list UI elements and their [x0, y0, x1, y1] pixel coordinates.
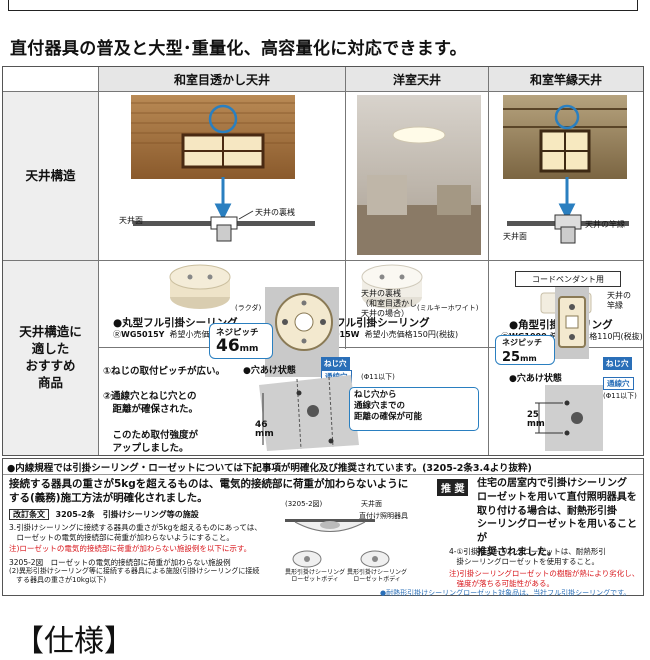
diameter-2: (Φ11以下)	[603, 392, 637, 400]
recommend-tag: 推 奨	[437, 479, 469, 496]
features-list: ①ねじの取付ピッチが広い。 ②通線穴とねじ穴との 距離が確保された。 このため取…	[103, 353, 253, 468]
recommend-text: 住宅の居室内で引掛けシーリング ローゼットを用いて直付照明器具を 取り付ける場合…	[477, 478, 637, 558]
column-header-1: 和室目透かし天井	[99, 67, 345, 91]
western-ceiling-photo	[357, 95, 481, 255]
pitch-label-2: ネジピッチ	[502, 338, 542, 347]
product-model-1: WG5015Y	[121, 330, 165, 339]
round-dim-value: 46	[255, 420, 268, 430]
pitch-value-row: 46mm	[210, 338, 272, 355]
round-hole-diagram	[259, 375, 359, 451]
fig-body-1: 異形引掛けシーリング ローゼットボディ	[285, 569, 346, 584]
saobuchi-ceiling-photo	[503, 95, 627, 179]
diameter-1: (Φ11以下)	[361, 373, 395, 381]
square-pitch-box: ネジピッチ 25mm	[495, 335, 555, 365]
figure-caption: 3205-2図 ローゼットの電気的接続部に荷重が加わらない施設例	[9, 558, 231, 567]
hole-state-label-1: ●穴あけ状態	[243, 366, 296, 376]
article-row: 改訂条文 3205-2条 引掛けシーリング等の施設	[9, 509, 199, 520]
feature-item: ①ねじの取付ピッチが広い。	[103, 365, 226, 377]
square-hole-diagram	[535, 385, 603, 451]
pitch-label: ネジピッチ	[216, 328, 259, 338]
ceiling-back-label-3: 天井の竿縁	[585, 220, 625, 229]
page-headline: 直付器具の普及と大型･重量化、高容量化に対応できます。	[10, 39, 467, 59]
row-header-ceiling: 天井構造	[3, 92, 98, 260]
pitch-value: 46	[216, 336, 240, 356]
comparison-table: 和室目透かし天井 洋室天井 和室竿縁天井 天井構造 天井構造に 適した おすすめ…	[2, 66, 644, 456]
recommend-warning: 注)引掛シーリングローゼットの樹脂が熱により劣化し、 強度が落ちる可能性がある。	[449, 569, 640, 588]
column-header-2: 洋室天井	[346, 67, 488, 91]
figure-sub: (2)異形引掛けシーリング等に接続する器具による施設(引掛けシーリングに接続 す…	[9, 567, 260, 584]
pitch-value-row-2: 25mm	[496, 348, 554, 364]
row-header-products: 天井構造に 適した おすすめ 商品	[3, 261, 98, 455]
round-ceiling-product-beige	[169, 264, 231, 309]
ceiling-surface-label-1: 天井面	[119, 216, 143, 225]
feature-item: このため取付強度が アップしました。	[112, 429, 199, 454]
fig-body-2: 異形引掛けシーリング ローゼットボディ	[347, 569, 408, 584]
saobuchi-ceiling-diagram	[507, 177, 629, 244]
ceiling-surface-label-3: 天井面	[503, 232, 527, 241]
distance-note: ねじ穴から 通線穴までの 距離の確保が可能	[349, 387, 479, 431]
article-title: 3205-2条 引掛けシーリング等の施設	[55, 510, 199, 519]
fig-label: (3205-2図)	[285, 500, 323, 508]
spec-title: 【仕様】	[14, 624, 134, 659]
article-note: 注)ローゼットの電気的接続部に荷重が加わらない施設例を以下に示す。	[9, 544, 252, 553]
ceiling-back-label-1: 天井の裏桟	[255, 208, 295, 217]
round-ceiling-product-white	[361, 264, 423, 309]
pitch-value-2: 25	[502, 350, 521, 365]
regulation-body: 接続する器具の重さが5kgを超えるものは、電気的接続部に荷重が加わらないように …	[9, 478, 409, 505]
regulation-header: ●内線規程では引掛シーリング・ローゼットについては下記事項が明確化及び推奨されて…	[7, 463, 532, 474]
product-color-1: (ラクダ)	[235, 304, 262, 312]
regulation-box: ●内線規程では引掛シーリング・ローゼットについては下記事項が明確化及び推奨されて…	[2, 458, 644, 596]
square-dim-unit: mm	[527, 418, 545, 429]
hole-state-label-2: ●穴あけ状態	[509, 374, 562, 384]
cord-pendant-badge: コードペンダント用	[515, 271, 621, 287]
japanese-ceiling-diagram	[133, 177, 315, 242]
screw-hole-tag-2: ねじ穴	[603, 357, 632, 370]
feature-item: ②通線穴とねじ穴との 距離が確保された。	[103, 391, 199, 416]
product-price-3: 希望小売価格110円(税抜)	[549, 332, 643, 341]
footnote: ●耐熱形引掛けシーリングローゼット対象品は、当社フル引掛シーリングです。	[380, 589, 631, 597]
column-header-3: 和室竿縁天井	[489, 67, 643, 91]
square-dim-value: 25	[527, 410, 539, 420]
pitch-unit: mm	[239, 344, 259, 354]
fig-fixture: 直付け照明器具	[359, 512, 408, 520]
saobuchi-strip	[555, 287, 589, 359]
pitch-unit-2: mm	[520, 354, 537, 363]
fig-ceiling: 天井面	[361, 500, 382, 508]
product-color-2: (ミルキーホワイト)	[417, 304, 479, 312]
square-callout: 天井の 竿縁	[607, 291, 631, 310]
round-base-diagram	[275, 293, 333, 351]
round-dim-unit: mm	[255, 429, 274, 439]
product-price-2: 希望小売価格150円(税抜)	[364, 330, 459, 339]
product-name-1: ●丸型フル引掛シーリング	[113, 317, 238, 329]
round-callout: 天井の裏桟 （和室目透かし 天井の場合）	[361, 289, 417, 318]
japanese-ceiling-photo	[131, 95, 295, 179]
article-tag: 改訂条文	[9, 509, 49, 520]
recommend-note: 4-①引掛けシーリングローゼットは、耐熱形引 掛シーリングローゼットを使用するこ…	[449, 547, 606, 566]
top-frame	[8, 0, 638, 11]
eco-mark: Ⓡ	[113, 330, 121, 339]
fixture-figure	[285, 519, 390, 568]
round-pitch-box: ネジピッチ 46mm	[209, 323, 273, 359]
article-text: 3.引掛けシーリングに接続する器具の重さが5kgを超えるものにあっては、 ローゼ…	[9, 523, 262, 542]
wire-hole-tag-2: 通線穴	[603, 377, 634, 390]
screw-hole-tag-1: ねじ穴	[321, 357, 350, 370]
